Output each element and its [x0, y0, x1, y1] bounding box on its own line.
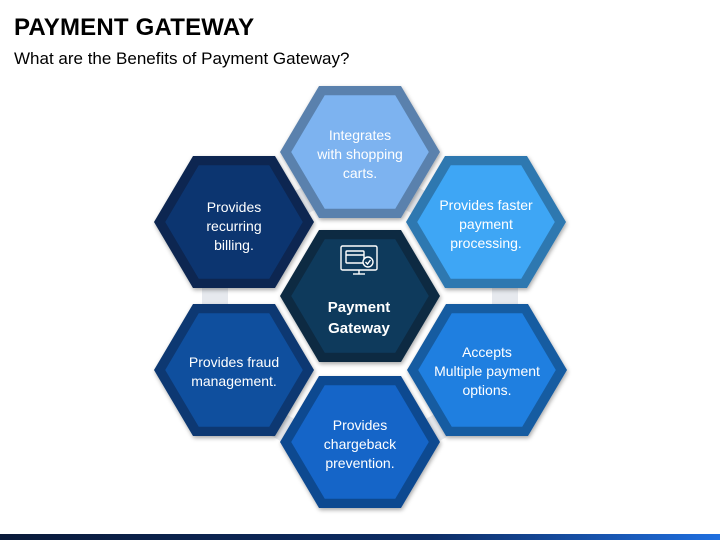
hexagon-chargeback — [280, 376, 440, 508]
hexagon-recurring-face — [165, 165, 303, 279]
hexagon-faster-processing-face — [417, 165, 555, 279]
hexagon-shopping-carts-face — [291, 95, 429, 209]
monitor-card-icon — [340, 245, 378, 275]
page-subtitle: What are the Benefits of Payment Gateway… — [14, 49, 350, 68]
benefit-text-chargeback: Provides chargeback prevention. — [323, 416, 397, 471]
hexagon-recurring — [154, 156, 314, 288]
hexagon-center — [280, 230, 440, 362]
benefit-text-faster-processing: Provides faster payment processing. — [439, 196, 533, 251]
hexagon-fraud — [154, 304, 314, 436]
benefit-text-recurring: Provides recurring billing. — [206, 198, 262, 253]
benefit-text-shopping-carts: Integrates with shopping carts. — [317, 126, 403, 181]
hexagon-faster-processing — [406, 156, 566, 288]
bottom-accent-bar — [0, 534, 720, 540]
hexagon-multiple-options — [407, 304, 567, 436]
hexagon-multiple-options-face — [418, 313, 556, 427]
hexagon-chargeback-face — [291, 385, 429, 499]
benefit-text-multiple-options: Accepts Multiple payment options. — [434, 343, 540, 398]
hexagon-shopping-carts — [280, 86, 440, 218]
center-label: Payment Gateway — [327, 299, 391, 337]
hexagon-fraud-face — [165, 313, 303, 427]
hexagon-center-face — [291, 239, 429, 353]
page-title: PAYMENT GATEWAY — [14, 14, 255, 41]
benefit-text-fraud: Provides fraud management. — [188, 354, 280, 389]
